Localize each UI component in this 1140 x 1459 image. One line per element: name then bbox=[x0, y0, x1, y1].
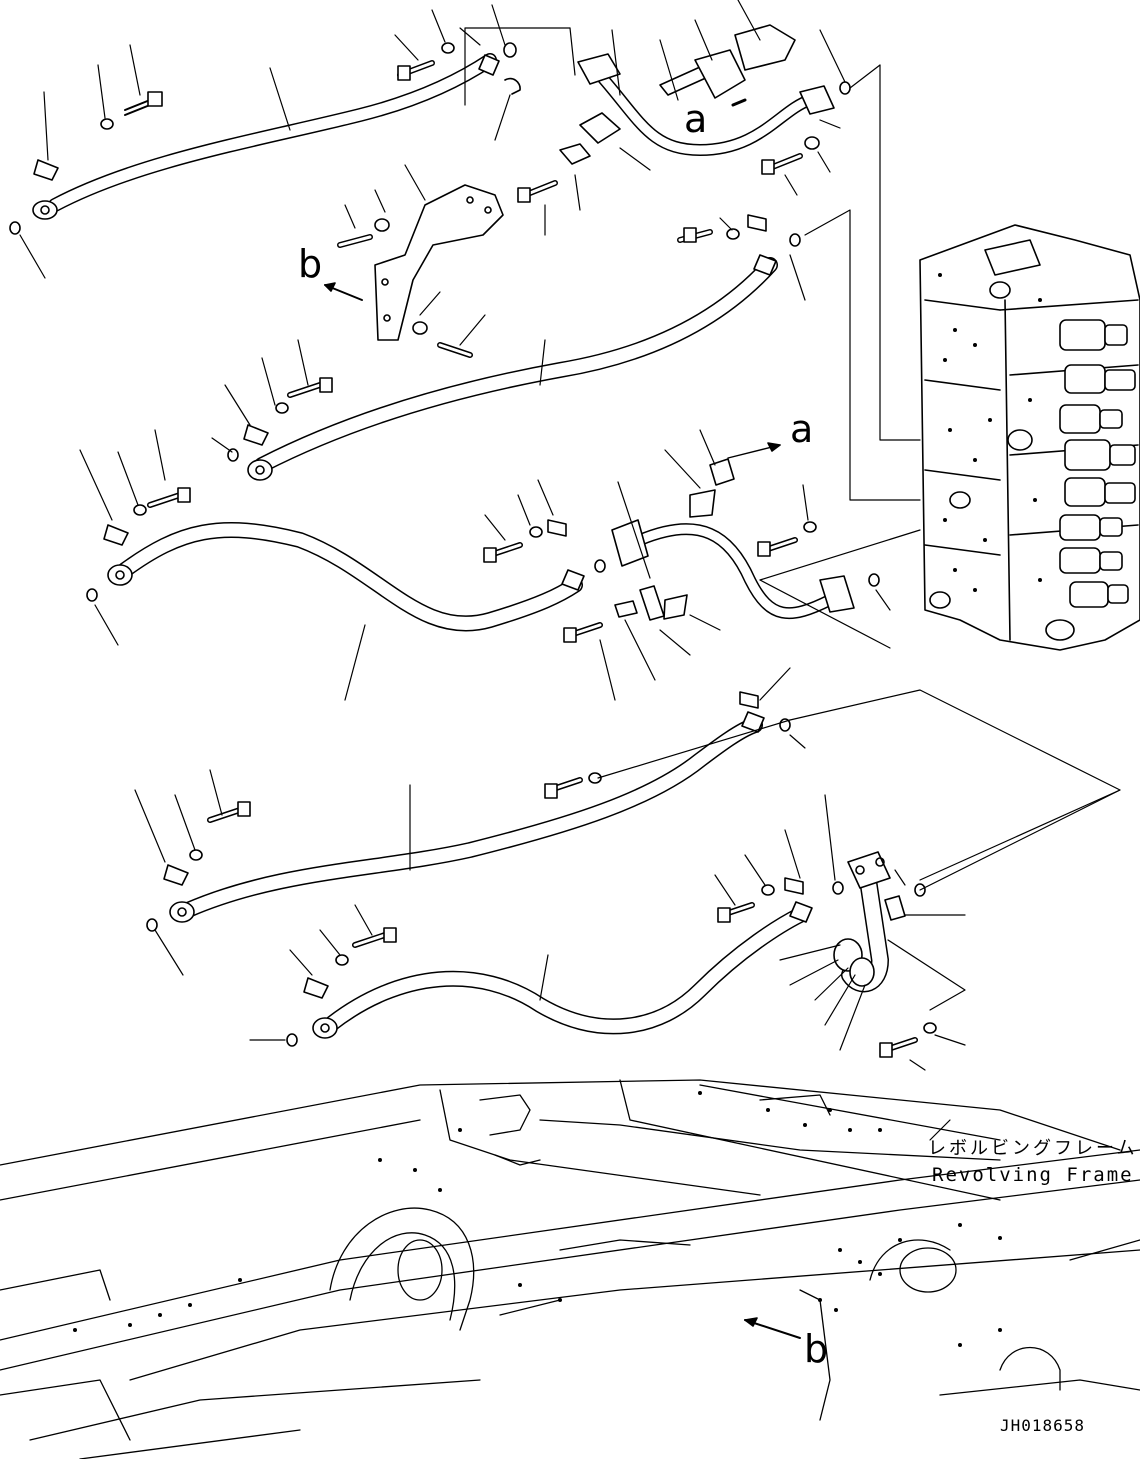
pipe-upper-right-bolts bbox=[517, 81, 851, 203]
leader-lines-2 bbox=[464, 0, 921, 441]
valve-spools bbox=[938, 273, 1136, 608]
bracket-b bbox=[324, 184, 504, 358]
hose-3 bbox=[86, 487, 606, 632]
leader-lines-6 bbox=[599, 429, 921, 701]
revolving-frame bbox=[0, 1079, 1140, 1459]
leader-lines-7 bbox=[134, 667, 1121, 976]
drawing-code: JH018658 bbox=[1000, 1416, 1086, 1435]
hose-1 bbox=[32, 53, 521, 220]
elbow-pipe bbox=[833, 851, 937, 1058]
leader-lines-5 bbox=[79, 429, 554, 701]
leader-lines-4 bbox=[211, 209, 921, 501]
callout-b-left: b bbox=[298, 242, 323, 286]
frame-holes bbox=[73, 1091, 1002, 1347]
callout-b-bottom: b bbox=[804, 1327, 829, 1371]
leader-lines-9 bbox=[779, 789, 1121, 1071]
leader-lines-1 bbox=[19, 4, 511, 279]
leader-frame bbox=[929, 1119, 951, 1141]
hose-1-bolts bbox=[9, 42, 517, 235]
hose-4 bbox=[146, 691, 791, 932]
leader-lines-3 bbox=[344, 164, 486, 346]
frame-label-japanese: レボルビングフレーム bbox=[928, 1138, 1138, 1159]
frame-label-english: Revolving Frame bbox=[932, 1164, 1134, 1186]
callout-a-middle: a bbox=[790, 407, 814, 451]
arrow-b-bottom bbox=[744, 1317, 801, 1339]
pipe-middle-right bbox=[563, 442, 880, 643]
hose-5 bbox=[286, 877, 844, 1047]
hose-2 bbox=[227, 214, 801, 481]
pipe-upper-right bbox=[559, 24, 835, 165]
leader-lines-8 bbox=[249, 794, 836, 1041]
callout-a-top: a bbox=[684, 97, 708, 141]
